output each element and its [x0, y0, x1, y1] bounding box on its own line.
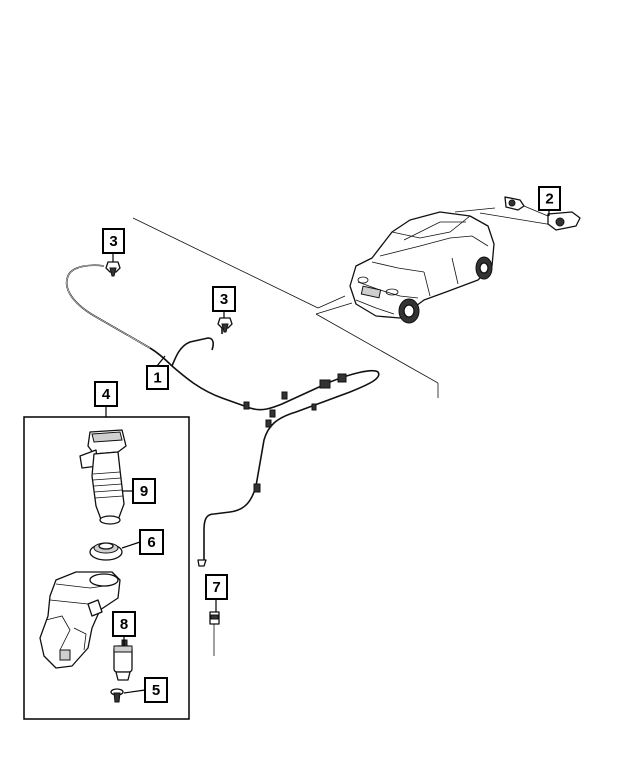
perspective-lines — [132, 207, 554, 398]
part-3-clip-right — [217, 317, 233, 333]
callout-4: 4 — [94, 381, 118, 407]
callout-9-label: 9 — [140, 483, 148, 500]
callout-6-label: 6 — [147, 534, 155, 551]
callout-7-label: 7 — [212, 579, 220, 596]
part-7-sensor — [209, 611, 220, 656]
callout-5: 5 — [144, 677, 168, 703]
callout-3-left: 3 — [102, 228, 125, 254]
part-6-grommet — [89, 542, 123, 561]
part-1-washer-hose — [65, 264, 380, 567]
callout-1: 1 — [146, 365, 169, 390]
callout-4-label: 4 — [102, 386, 111, 403]
part-3-clip-left — [105, 261, 121, 277]
washer-reservoir — [39, 571, 121, 669]
callout-3-left-label: 3 — [109, 233, 117, 250]
callout-1-label: 1 — [153, 370, 161, 387]
callout-8-label: 8 — [120, 616, 128, 633]
vehicle-illustration — [349, 211, 495, 324]
part-2-rear-washer-component — [504, 196, 581, 231]
callout-3-right: 3 — [212, 286, 236, 312]
callout-6: 6 — [139, 529, 164, 555]
callout-8: 8 — [112, 611, 136, 637]
callout-5-label: 5 — [152, 682, 160, 699]
part-5-screw — [110, 688, 124, 703]
callout-3-right-label: 3 — [220, 291, 228, 308]
callout-9: 9 — [132, 478, 156, 504]
callout-2: 2 — [538, 186, 561, 211]
callout-2-label: 2 — [545, 191, 553, 208]
part-9-filler-neck — [79, 429, 127, 525]
leader-lines — [105, 209, 550, 694]
part-8-washer-pump — [113, 639, 133, 681]
callout-7: 7 — [205, 574, 228, 600]
